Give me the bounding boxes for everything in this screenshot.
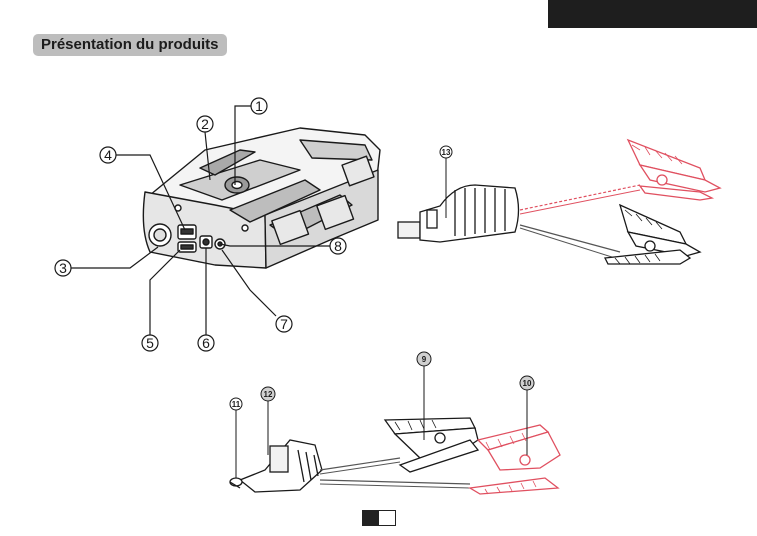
cable-connector-illustration xyxy=(398,185,519,242)
bottom-red-wire xyxy=(320,480,470,484)
svg-text:3: 3 xyxy=(59,260,67,276)
svg-text:11: 11 xyxy=(232,400,241,409)
callout-3: 3 xyxy=(55,260,71,276)
page-indicator xyxy=(362,510,396,526)
svg-text:5: 5 xyxy=(146,335,154,351)
svg-text:2: 2 xyxy=(201,116,209,132)
page-indicator-fill xyxy=(363,511,379,525)
svg-text:10: 10 xyxy=(523,379,532,388)
svg-text:6: 6 xyxy=(202,335,210,351)
black-wire-2 xyxy=(520,228,615,258)
svg-text:8: 8 xyxy=(334,238,342,254)
callout-1: 1 xyxy=(251,98,267,114)
jumper-cable-connector xyxy=(230,440,322,492)
callout-7: 7 xyxy=(276,316,292,332)
black-wire xyxy=(520,225,620,252)
callout-4: 4 xyxy=(100,147,116,163)
callout-5: 5 xyxy=(142,335,158,351)
svg-text:9: 9 xyxy=(422,355,427,364)
svg-text:4: 4 xyxy=(104,147,112,163)
red-clamp-bottom xyxy=(470,425,560,494)
callout-6: 6 xyxy=(198,335,214,351)
callout-10: 10 xyxy=(520,376,534,390)
callout-11: 11 xyxy=(230,398,242,410)
red-clamp-top xyxy=(628,140,720,200)
black-clamp-top xyxy=(605,205,700,264)
callout-12: 12 xyxy=(261,387,275,401)
svg-text:13: 13 xyxy=(442,148,451,157)
callout-9: 9 xyxy=(417,352,431,366)
callout-13: 13 xyxy=(440,146,452,158)
callout-2: 2 xyxy=(197,116,213,132)
svg-text:1: 1 xyxy=(255,98,263,114)
callout-8: 8 xyxy=(330,238,346,254)
svg-text:12: 12 xyxy=(264,390,273,399)
bottom-red-wire-2 xyxy=(320,484,470,488)
black-clamp-bottom xyxy=(385,418,478,472)
svg-text:7: 7 xyxy=(280,316,288,332)
